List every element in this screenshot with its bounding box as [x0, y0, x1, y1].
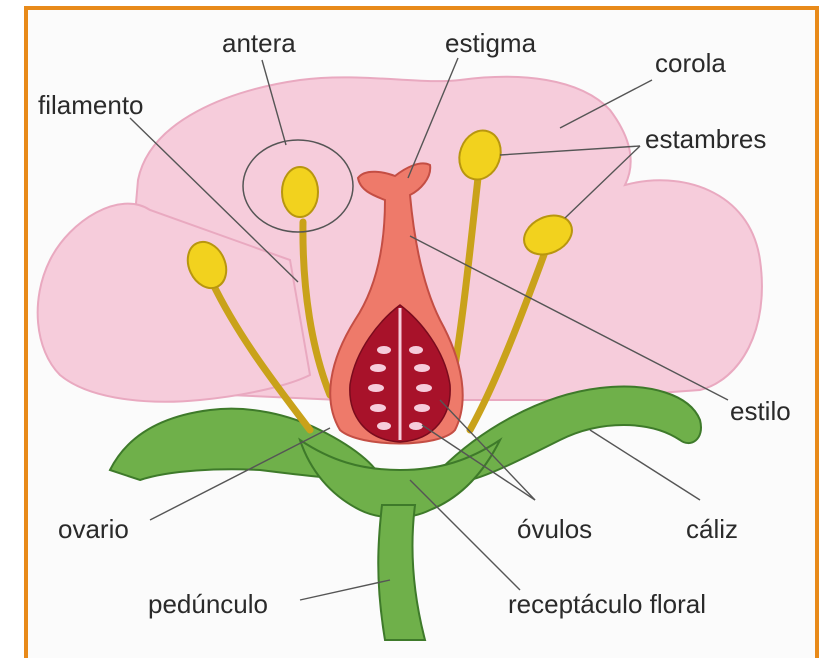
label-antera: antera — [222, 28, 296, 58]
ovulo — [377, 346, 391, 354]
ovulo — [409, 346, 423, 354]
pedunculo-stem — [378, 505, 425, 640]
label-caliz: cáliz — [686, 514, 738, 544]
ovulo — [377, 422, 391, 430]
label-filamento: filamento — [38, 90, 144, 120]
ovulo — [370, 364, 386, 372]
ovulo — [414, 364, 430, 372]
label-receptaculo: receptáculo floral — [508, 589, 706, 619]
label-estigma: estigma — [445, 28, 537, 58]
label-ovario: ovario — [58, 514, 129, 544]
ovulo — [368, 384, 384, 392]
ovulo — [414, 404, 430, 412]
ovulo — [416, 384, 432, 392]
leader-peduncule — [300, 580, 390, 600]
anther-2 — [282, 167, 318, 217]
ovulo — [370, 404, 386, 412]
label-estambres: estambres — [645, 124, 766, 154]
ovulo — [409, 422, 423, 430]
label-corola: corola — [655, 48, 726, 78]
label-ovulos: óvulos — [517, 514, 592, 544]
label-estilo: estilo — [730, 396, 791, 426]
leader-receptaculo — [410, 480, 520, 590]
label-peduncule: pedúnculo — [148, 589, 268, 619]
